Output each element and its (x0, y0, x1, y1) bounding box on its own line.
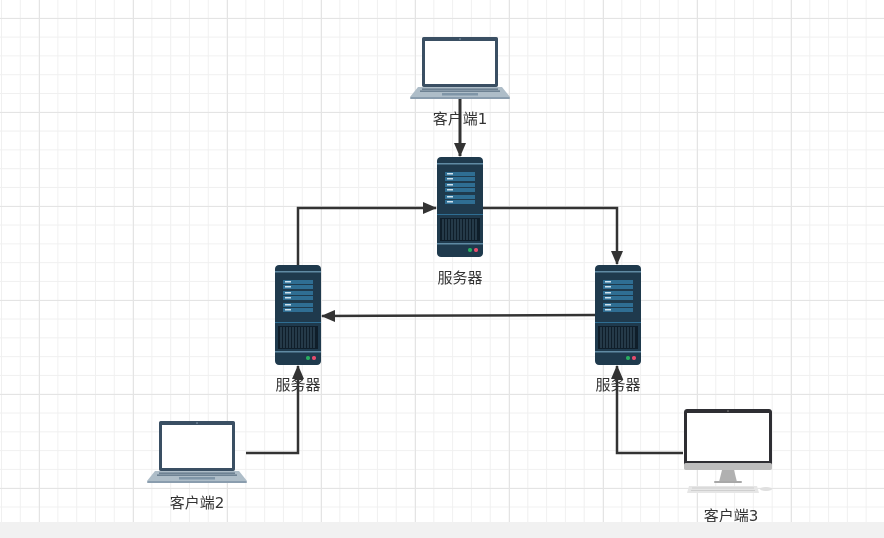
desktop-computer-icon (684, 409, 772, 493)
node-label-server-right: 服务器 (595, 376, 640, 394)
node-client1[interactable]: 客户端1 (410, 37, 510, 128)
node-server-left[interactable]: 服务器 (275, 265, 321, 394)
laptop-icon (410, 37, 510, 99)
bottom-scrollbar-area (0, 522, 884, 538)
server-icon (275, 265, 321, 365)
laptop-icon (147, 421, 247, 483)
edge-server-right-to-server-left[interactable] (321, 309, 596, 322)
server-icon (595, 265, 641, 365)
node-server-top[interactable]: 服务器 (437, 157, 483, 287)
network-diagram: 客户端1 服务器 服务器 服务器 客户端2 客户端3 (147, 37, 772, 522)
node-label-client2: 客户端2 (170, 494, 225, 512)
node-label-client1: 客户端1 (433, 110, 488, 128)
edge-server-top-to-server-right[interactable] (483, 206, 623, 265)
edges-layer (246, 98, 683, 455)
node-label-server-top: 服务器 (437, 269, 482, 287)
edge-client3-to-server-right[interactable] (611, 365, 683, 455)
node-client3[interactable]: 客户端3 (684, 409, 772, 522)
node-label-server-left: 服务器 (275, 376, 320, 394)
node-client2[interactable]: 客户端2 (147, 421, 247, 512)
node-server-right[interactable]: 服务器 (595, 265, 641, 394)
edge-server-left-to-server-top[interactable] (296, 202, 437, 265)
server-icon (437, 157, 483, 257)
node-label-client3: 客户端3 (704, 507, 759, 522)
edge-client2-to-server-left[interactable] (246, 365, 304, 455)
